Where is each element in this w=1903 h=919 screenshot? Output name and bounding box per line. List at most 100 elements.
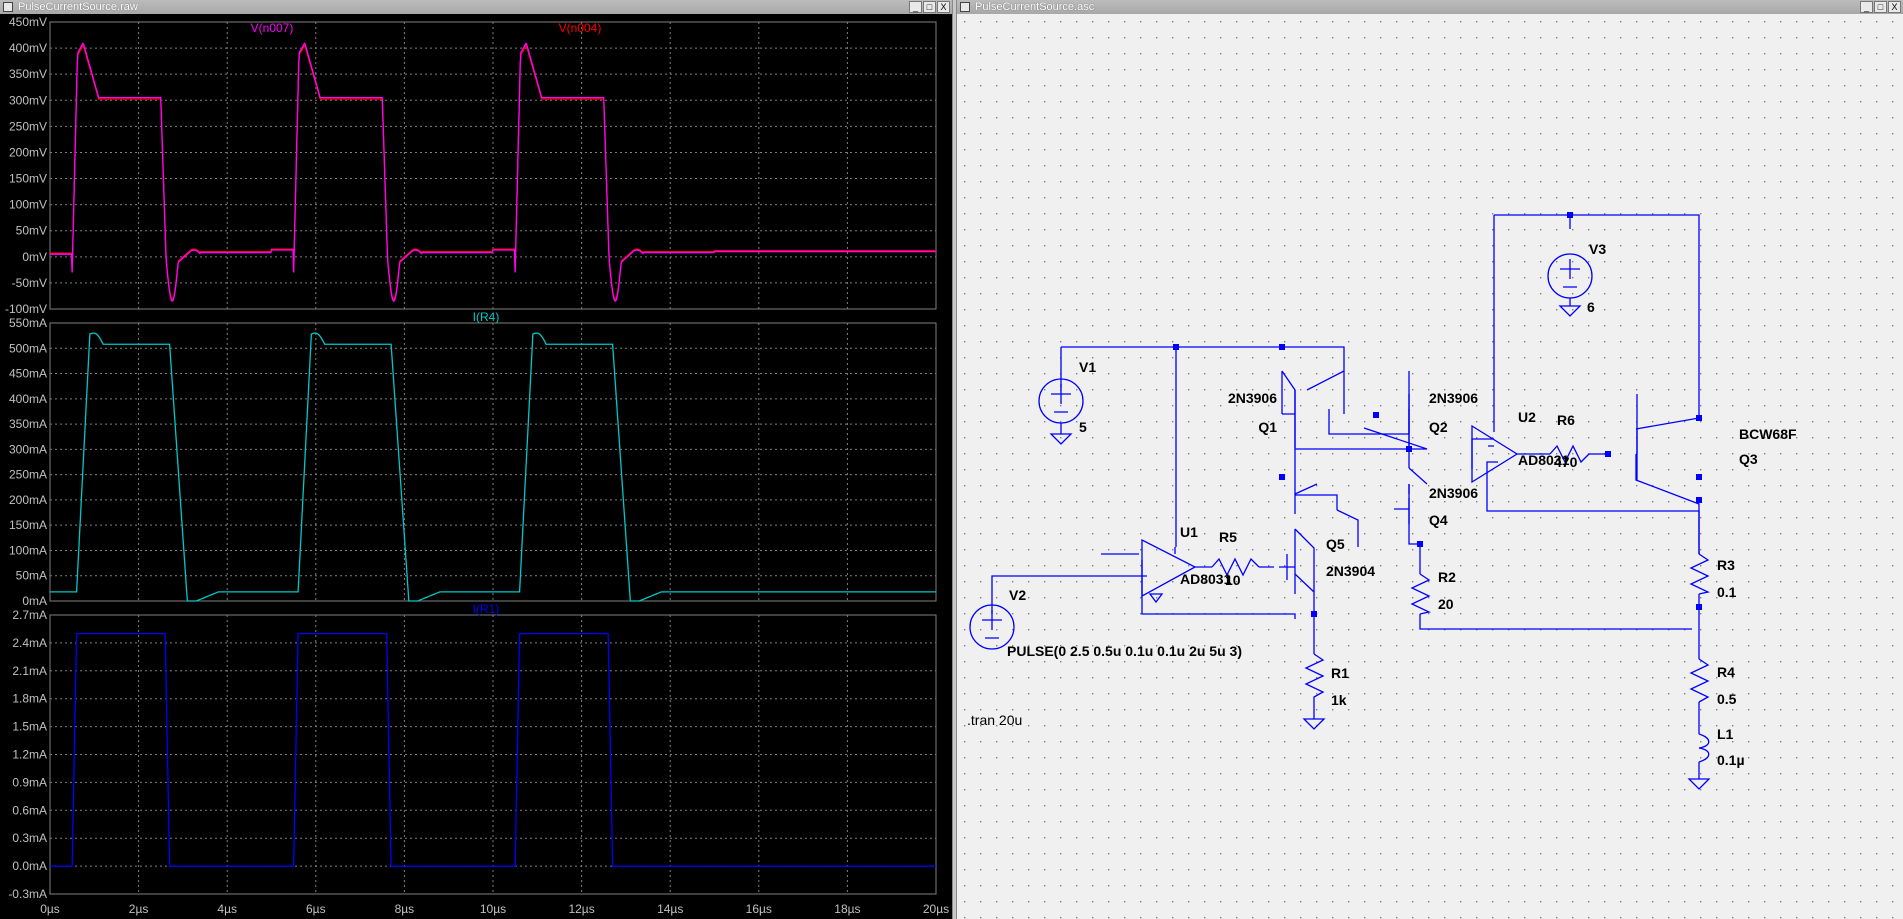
window-splitter[interactable] bbox=[952, 0, 957, 919]
l1-label[interactable]: L1 bbox=[1717, 726, 1734, 742]
waveform-app-icon bbox=[3, 2, 13, 12]
junction-dots bbox=[1173, 212, 1702, 617]
close-button[interactable]: X bbox=[1888, 1, 1901, 13]
r5-label[interactable]: R5 bbox=[1219, 529, 1237, 545]
r3-value[interactable]: 0.1 bbox=[1717, 584, 1737, 600]
r2-label[interactable]: R2 bbox=[1438, 569, 1456, 585]
schematic-canvas[interactable]: V1 5 V2 PULSE(0 2.5 0.5u 0.1u 0.1u 2u 5u… bbox=[957, 14, 1903, 919]
u1-model[interactable]: AD8031 bbox=[1180, 571, 1232, 587]
y-tick-label: -50mV bbox=[12, 276, 47, 290]
q3-model[interactable]: BCW68F bbox=[1739, 426, 1797, 442]
r4-label[interactable]: R4 bbox=[1717, 664, 1735, 680]
y-tick-label: 0mA bbox=[22, 594, 47, 608]
y-tick-label: 400mV bbox=[9, 41, 47, 55]
y-tick-label: 50mV bbox=[16, 224, 47, 238]
v1-value[interactable]: 5 bbox=[1079, 419, 1087, 435]
y-tick-label: 200mV bbox=[9, 145, 47, 159]
r1-label[interactable]: R1 bbox=[1331, 665, 1349, 681]
minimize-button[interactable]: _ bbox=[1860, 1, 1873, 13]
trace-ir4 bbox=[50, 332, 936, 602]
maximize-button[interactable]: □ bbox=[923, 1, 936, 13]
x-tick-label: 12µs bbox=[568, 902, 594, 916]
q2-model[interactable]: 2N3906 bbox=[1429, 390, 1478, 406]
q5-label[interactable]: Q5 bbox=[1326, 536, 1345, 552]
y-tick-label: 2.1mA bbox=[12, 664, 47, 678]
q4-label[interactable]: Q4 bbox=[1429, 512, 1448, 528]
y-tick-label: 0.3mA bbox=[12, 831, 47, 845]
x-tick-label: 18µs bbox=[834, 902, 860, 916]
waveform-window-title: PulseCurrentSource.raw bbox=[18, 1, 138, 13]
waveform-plot-area[interactable]: 450mV400mV350mV300mV250mV200mV150mV100mV… bbox=[0, 14, 952, 919]
r1-value[interactable]: 1k bbox=[1331, 692, 1347, 708]
y-tick-label: 350mA bbox=[9, 417, 47, 431]
y-tick-label: 350mV bbox=[9, 67, 47, 81]
x-tick-label: 6µs bbox=[306, 902, 326, 916]
v2-value[interactable]: PULSE(0 2.5 0.5u 0.1u 0.1u 2u 5u 3) bbox=[1007, 643, 1242, 659]
q1-label[interactable]: Q1 bbox=[1258, 419, 1277, 435]
y-tick-label: 2.7mA bbox=[12, 608, 47, 622]
r6-value[interactable]: 470 bbox=[1554, 454, 1578, 470]
y-tick-label: 1.2mA bbox=[12, 748, 47, 762]
y-tick-label: 300mA bbox=[9, 442, 47, 456]
q2-label[interactable]: Q2 bbox=[1429, 419, 1448, 435]
r3-label[interactable]: R3 bbox=[1717, 557, 1735, 573]
x-tick-label: 16µs bbox=[746, 902, 772, 916]
r4-value[interactable]: 0.5 bbox=[1717, 691, 1737, 707]
r6-label[interactable]: R6 bbox=[1557, 412, 1575, 428]
y-tick-label: 1.8mA bbox=[12, 692, 47, 706]
q5-model[interactable]: 2N3904 bbox=[1326, 563, 1375, 579]
y-tick-label: 250mA bbox=[9, 468, 47, 482]
trace-ir1 bbox=[50, 632, 936, 867]
y-tick-label: 0.9mA bbox=[12, 775, 47, 789]
v3-value[interactable]: 6 bbox=[1587, 299, 1595, 315]
y-tick-label: 500mA bbox=[9, 341, 47, 355]
close-button[interactable]: X bbox=[937, 1, 950, 13]
y-tick-label: 1.5mA bbox=[12, 720, 47, 734]
y-tick-label: 100mV bbox=[9, 198, 47, 212]
r5-value[interactable]: 10 bbox=[1225, 572, 1241, 588]
y-tick-label: 0mV bbox=[22, 250, 47, 264]
r2-value[interactable]: 20 bbox=[1438, 596, 1454, 612]
plot-pane-border bbox=[49, 21, 937, 310]
schematic-app-icon bbox=[960, 2, 970, 12]
trace-n004 bbox=[50, 44, 936, 301]
y-tick-label: -100mV bbox=[5, 302, 47, 316]
schematic-titlebar[interactable]: PulseCurrentSource.asc _ □ X bbox=[957, 0, 1903, 14]
y-tick-label: 250mV bbox=[9, 119, 47, 133]
u2-label[interactable]: U2 bbox=[1518, 409, 1536, 425]
x-tick-label: 10µs bbox=[480, 902, 506, 916]
v3-label[interactable]: V3 bbox=[1589, 241, 1606, 257]
u1-label[interactable]: U1 bbox=[1180, 524, 1198, 540]
l1-value[interactable]: 0.1µ bbox=[1717, 752, 1745, 768]
components bbox=[969, 253, 1711, 790]
y-tick-label: -0.3mA bbox=[8, 887, 47, 901]
q4-model[interactable]: 2N3906 bbox=[1429, 485, 1478, 501]
waveform-titlebar[interactable]: PulseCurrentSource.raw _ □ X bbox=[0, 0, 952, 14]
x-tick-label: 20µs bbox=[923, 902, 949, 916]
y-tick-label: 300mV bbox=[9, 93, 47, 107]
x-tick-label: 14µs bbox=[657, 902, 683, 916]
schematic-window[interactable]: PulseCurrentSource.asc _ □ X bbox=[957, 0, 1903, 919]
y-tick-label: 50mA bbox=[16, 569, 47, 583]
series-title: I(R4) bbox=[473, 310, 500, 324]
minimize-button[interactable]: _ bbox=[909, 1, 922, 13]
y-tick-label: 200mA bbox=[9, 493, 47, 507]
q3-label[interactable]: Q3 bbox=[1739, 451, 1758, 467]
y-tick-label: 150mV bbox=[9, 172, 47, 186]
y-tick-label: 550mA bbox=[9, 316, 47, 330]
maximize-button[interactable]: □ bbox=[1874, 1, 1887, 13]
v1-label[interactable]: V1 bbox=[1079, 359, 1096, 375]
v2-label[interactable]: V2 bbox=[1009, 587, 1026, 603]
tran-directive[interactable]: .tran 20u bbox=[967, 712, 1022, 728]
schematic-window-title: PulseCurrentSource.asc bbox=[975, 1, 1095, 13]
u2-model[interactable]: AD8031 bbox=[1518, 452, 1570, 468]
series-title: V(n007) bbox=[251, 21, 294, 35]
y-tick-label: 450mA bbox=[9, 367, 47, 381]
x-tick-label: 8µs bbox=[395, 902, 415, 916]
series-title: V(n004) bbox=[559, 21, 602, 35]
x-tick-label: 0µs bbox=[40, 902, 60, 916]
y-tick-label: 400mA bbox=[9, 392, 47, 406]
q1-model[interactable]: 2N3906 bbox=[1228, 390, 1277, 406]
y-tick-label: 0.6mA bbox=[12, 803, 47, 817]
